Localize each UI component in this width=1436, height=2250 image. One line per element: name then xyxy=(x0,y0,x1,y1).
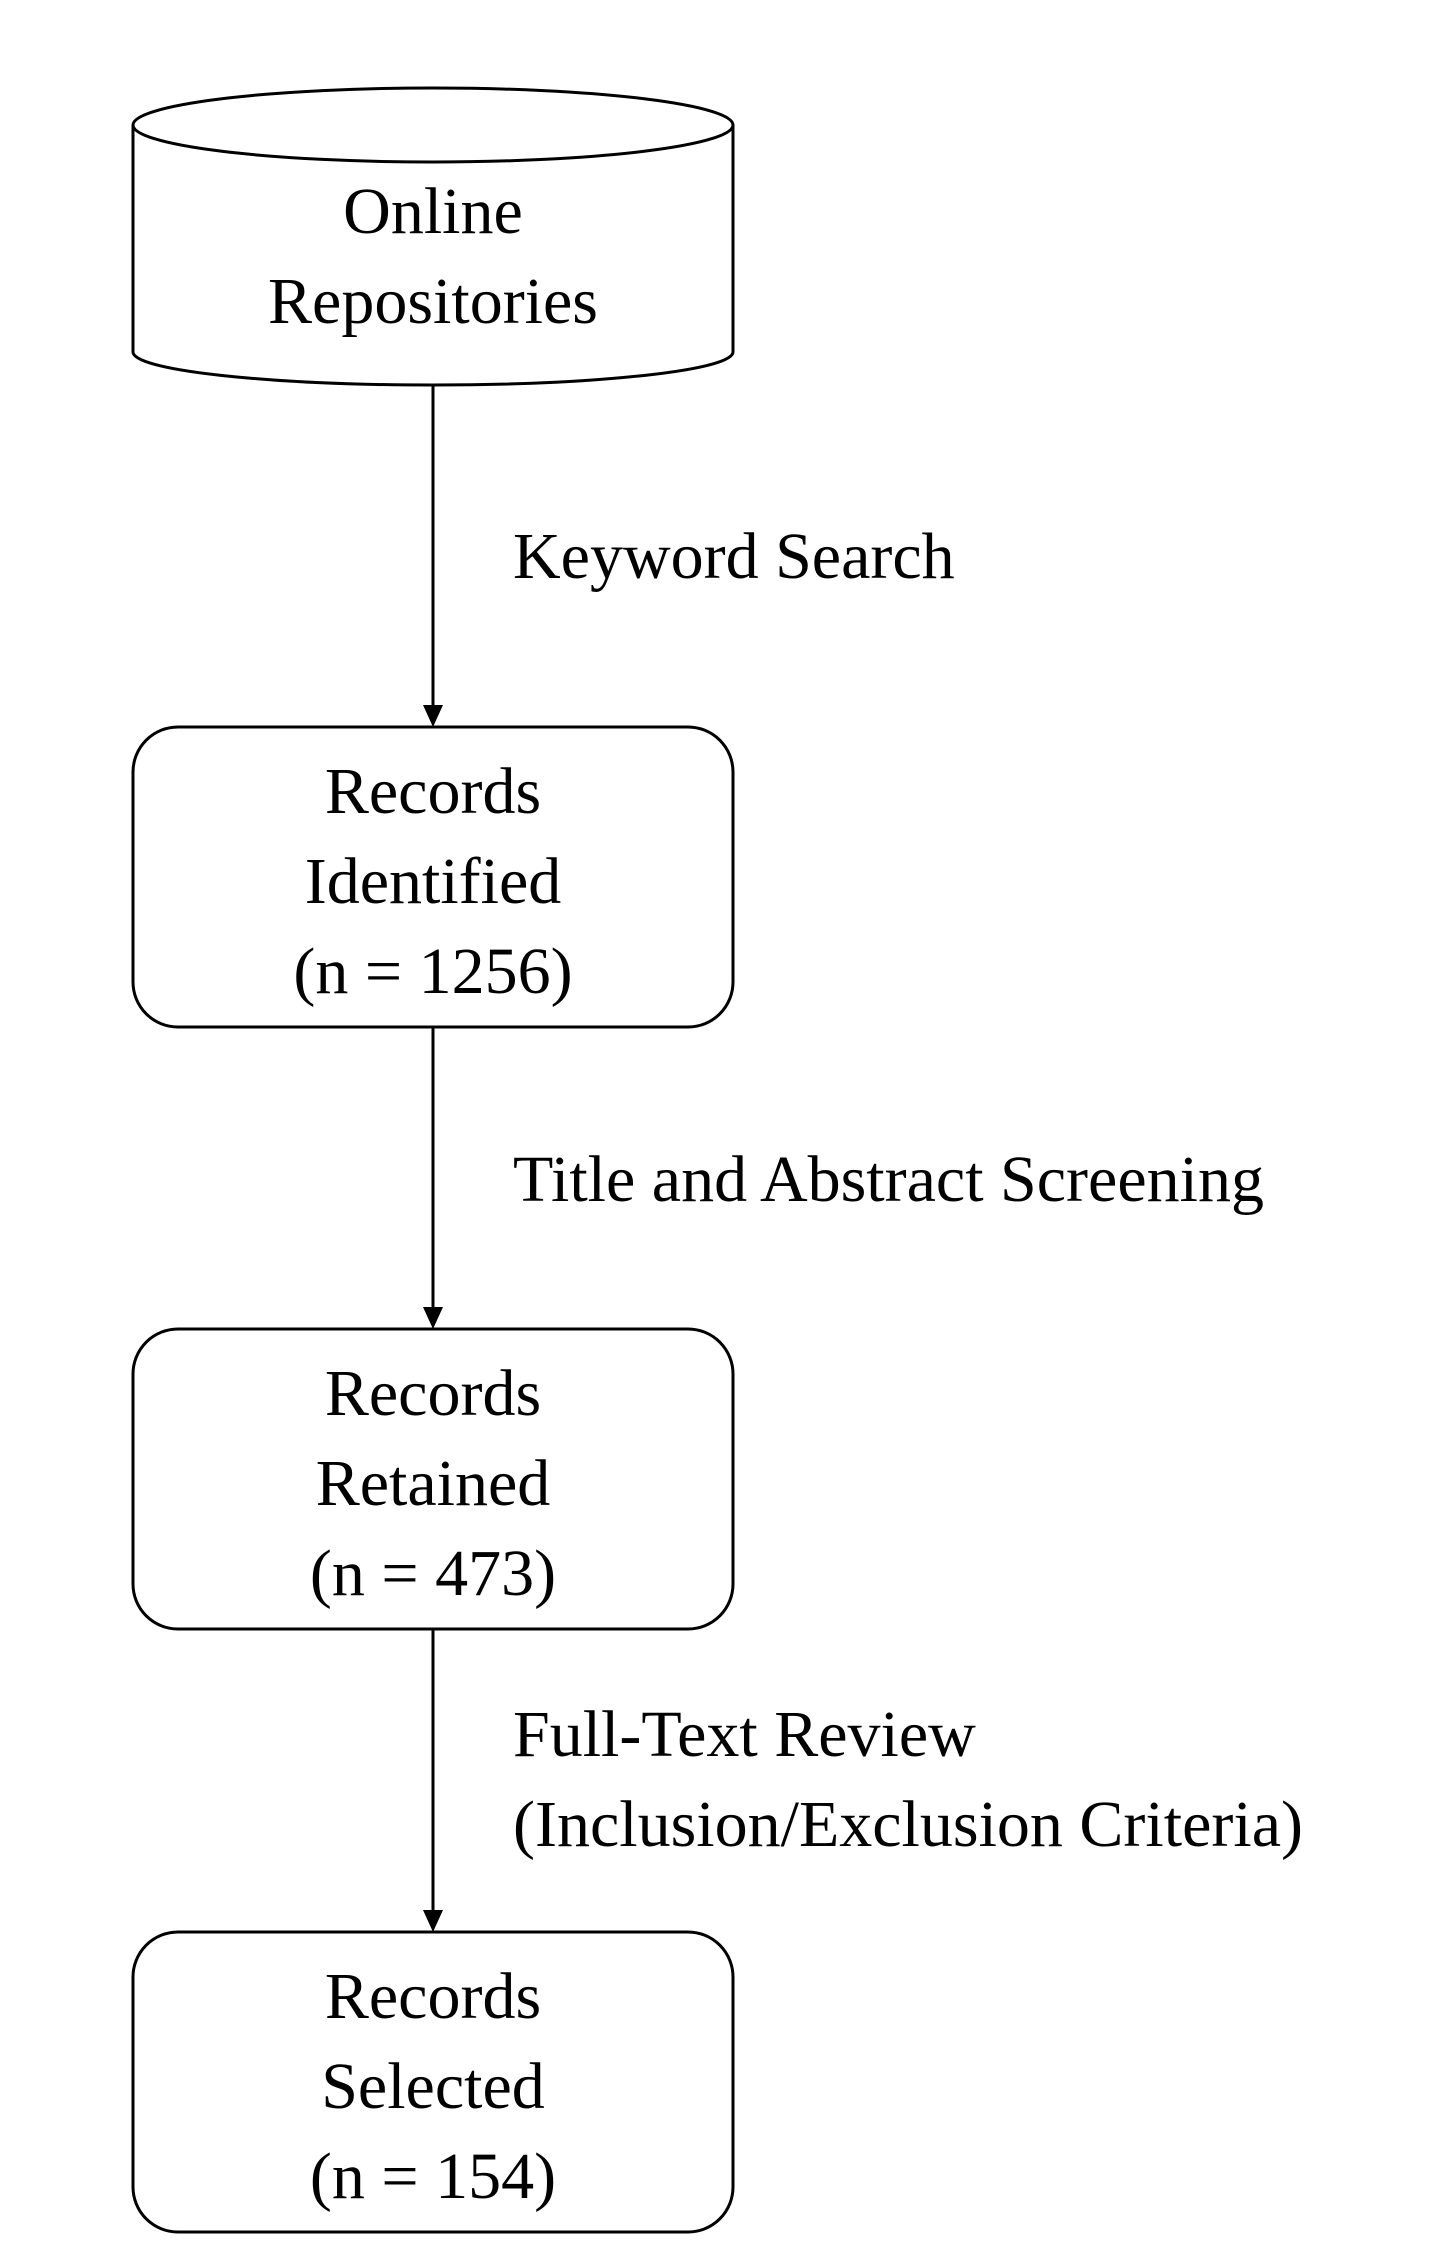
node-records-retained-line-2: Retained xyxy=(316,1447,551,1520)
edge-keyword-search: Keyword Search xyxy=(423,385,955,727)
edge-label-keyword-search: Keyword Search xyxy=(513,520,955,593)
node-records-identified: Records Identified (n = 1256) xyxy=(131,725,735,1029)
node-records-identified-line-1: Records xyxy=(325,755,541,828)
edge-label-full-text-review-line-2: (Inclusion/Exclusion Criteria) xyxy=(513,1788,1303,1861)
node-records-retained: Records Retained (n = 473) xyxy=(131,1327,735,1631)
node-online-repositories-line-1: Online xyxy=(343,175,523,248)
node-records-identified-line-2: Identified xyxy=(305,845,562,918)
arrowhead-icon xyxy=(423,705,443,727)
node-records-selected-line-3: (n = 154) xyxy=(310,2140,556,2213)
node-records-retained-line-1: Records xyxy=(325,1357,541,1430)
node-records-selected-line-2: Selected xyxy=(321,2050,545,2123)
edge-label-title-abstract-screening: Title and Abstract Screening xyxy=(513,1143,1264,1216)
node-online-repositories-line-2: Repositories xyxy=(268,265,598,338)
node-records-selected-line-1: Records xyxy=(325,1960,541,2033)
edge-full-text-review: Full-Text Review (Inclusion/Exclusion Cr… xyxy=(423,1629,1303,1932)
arrowhead-icon xyxy=(423,1307,443,1329)
node-records-identified-line-3: (n = 1256) xyxy=(293,935,572,1008)
arrowhead-icon xyxy=(423,1910,443,1932)
edge-label-full-text-review-line-1: Full-Text Review xyxy=(513,1698,976,1771)
node-online-repositories: Online Repositories xyxy=(131,86,735,387)
node-box xyxy=(131,1930,735,2234)
cylinder-top-rim xyxy=(131,124,735,164)
edge-title-abstract-screening: Title and Abstract Screening xyxy=(423,1027,1264,1329)
database-cylinder-icon xyxy=(131,86,735,387)
node-records-selected: Records Selected (n = 154) xyxy=(131,1930,735,2234)
node-records-retained-line-3: (n = 473) xyxy=(310,1537,556,1610)
